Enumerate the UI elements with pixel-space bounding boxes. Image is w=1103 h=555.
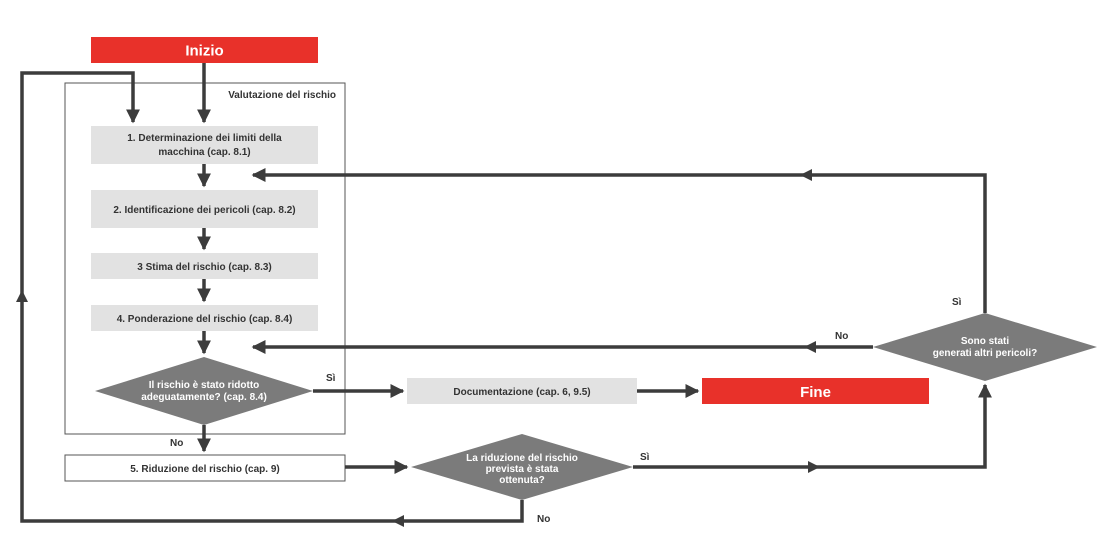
edge-label-hazards-yes: Sì	[952, 297, 962, 308]
step-3-box	[91, 253, 318, 279]
decision-achieved-line2: prevista è stata	[486, 464, 559, 475]
edge-label-achieved-no: No	[537, 514, 550, 525]
mid-arrowheads	[16, 169, 820, 527]
decision-new-hazards-diamond	[873, 313, 1097, 381]
mid-arrowhead-hazards-no	[804, 341, 816, 353]
mid-arrowhead-no-loop	[392, 515, 404, 527]
edge-label-achieved-yes: Sì	[640, 452, 650, 463]
step-2-box	[91, 190, 318, 228]
start-node	[91, 37, 318, 63]
decision-new-hazards-line1: Sono stati	[961, 336, 1010, 347]
edge-label-reduced-no: No	[170, 438, 183, 449]
documentation-box	[407, 378, 637, 404]
risk-reduction-label: 5. Riduzione del rischio (cap. 9)	[130, 464, 279, 475]
risk-assessment-title: Valutazione del rischio	[228, 90, 336, 101]
decision-achieved-line1: La riduzione del rischio	[466, 453, 578, 464]
edge-label-hazards-no: No	[835, 331, 848, 342]
step-3-label: 3 Stima del rischio (cap. 8.3)	[137, 262, 272, 273]
step-1-box	[91, 126, 318, 164]
decision-reduced-line1: Il rischio è stato ridotto	[149, 380, 260, 391]
mid-arrowhead-left-up	[16, 290, 28, 302]
decision-achieved-line3: ottenuta?	[499, 475, 545, 486]
step-1-line2: macchina (cap. 8.1)	[158, 147, 250, 158]
arrow-achieved-yes	[633, 383, 992, 469]
arrow-hazards-yes	[251, 168, 987, 313]
step-4-box	[91, 305, 318, 331]
step-4-label: 4. Ponderazione del rischio (cap. 8.4)	[117, 314, 293, 325]
end-label: Fine	[800, 384, 831, 401]
end-node	[702, 378, 929, 404]
mid-arrowhead-hazards-yes	[800, 169, 812, 181]
decision-reduced-line2: adeguatamente? (cap. 8.4)	[141, 392, 267, 403]
mid-arrowhead-achieved-yes	[808, 461, 820, 473]
step-1-line1: 1. Determinazione dei limiti della	[127, 133, 282, 144]
decision-reduced-diamond	[95, 357, 313, 425]
step-2-label: 2. Identificazione dei pericoli (cap. 8.…	[113, 205, 295, 216]
documentation-label: Documentazione (cap. 6, 9.5)	[453, 387, 590, 398]
connectors	[20, 63, 992, 523]
decision-new-hazards-line2: generati altri pericoli?	[933, 348, 1037, 359]
start-label: Inizio	[185, 43, 223, 60]
edge-label-reduced-yes: Sì	[326, 373, 336, 384]
decision-achieved-diamond	[411, 434, 633, 500]
